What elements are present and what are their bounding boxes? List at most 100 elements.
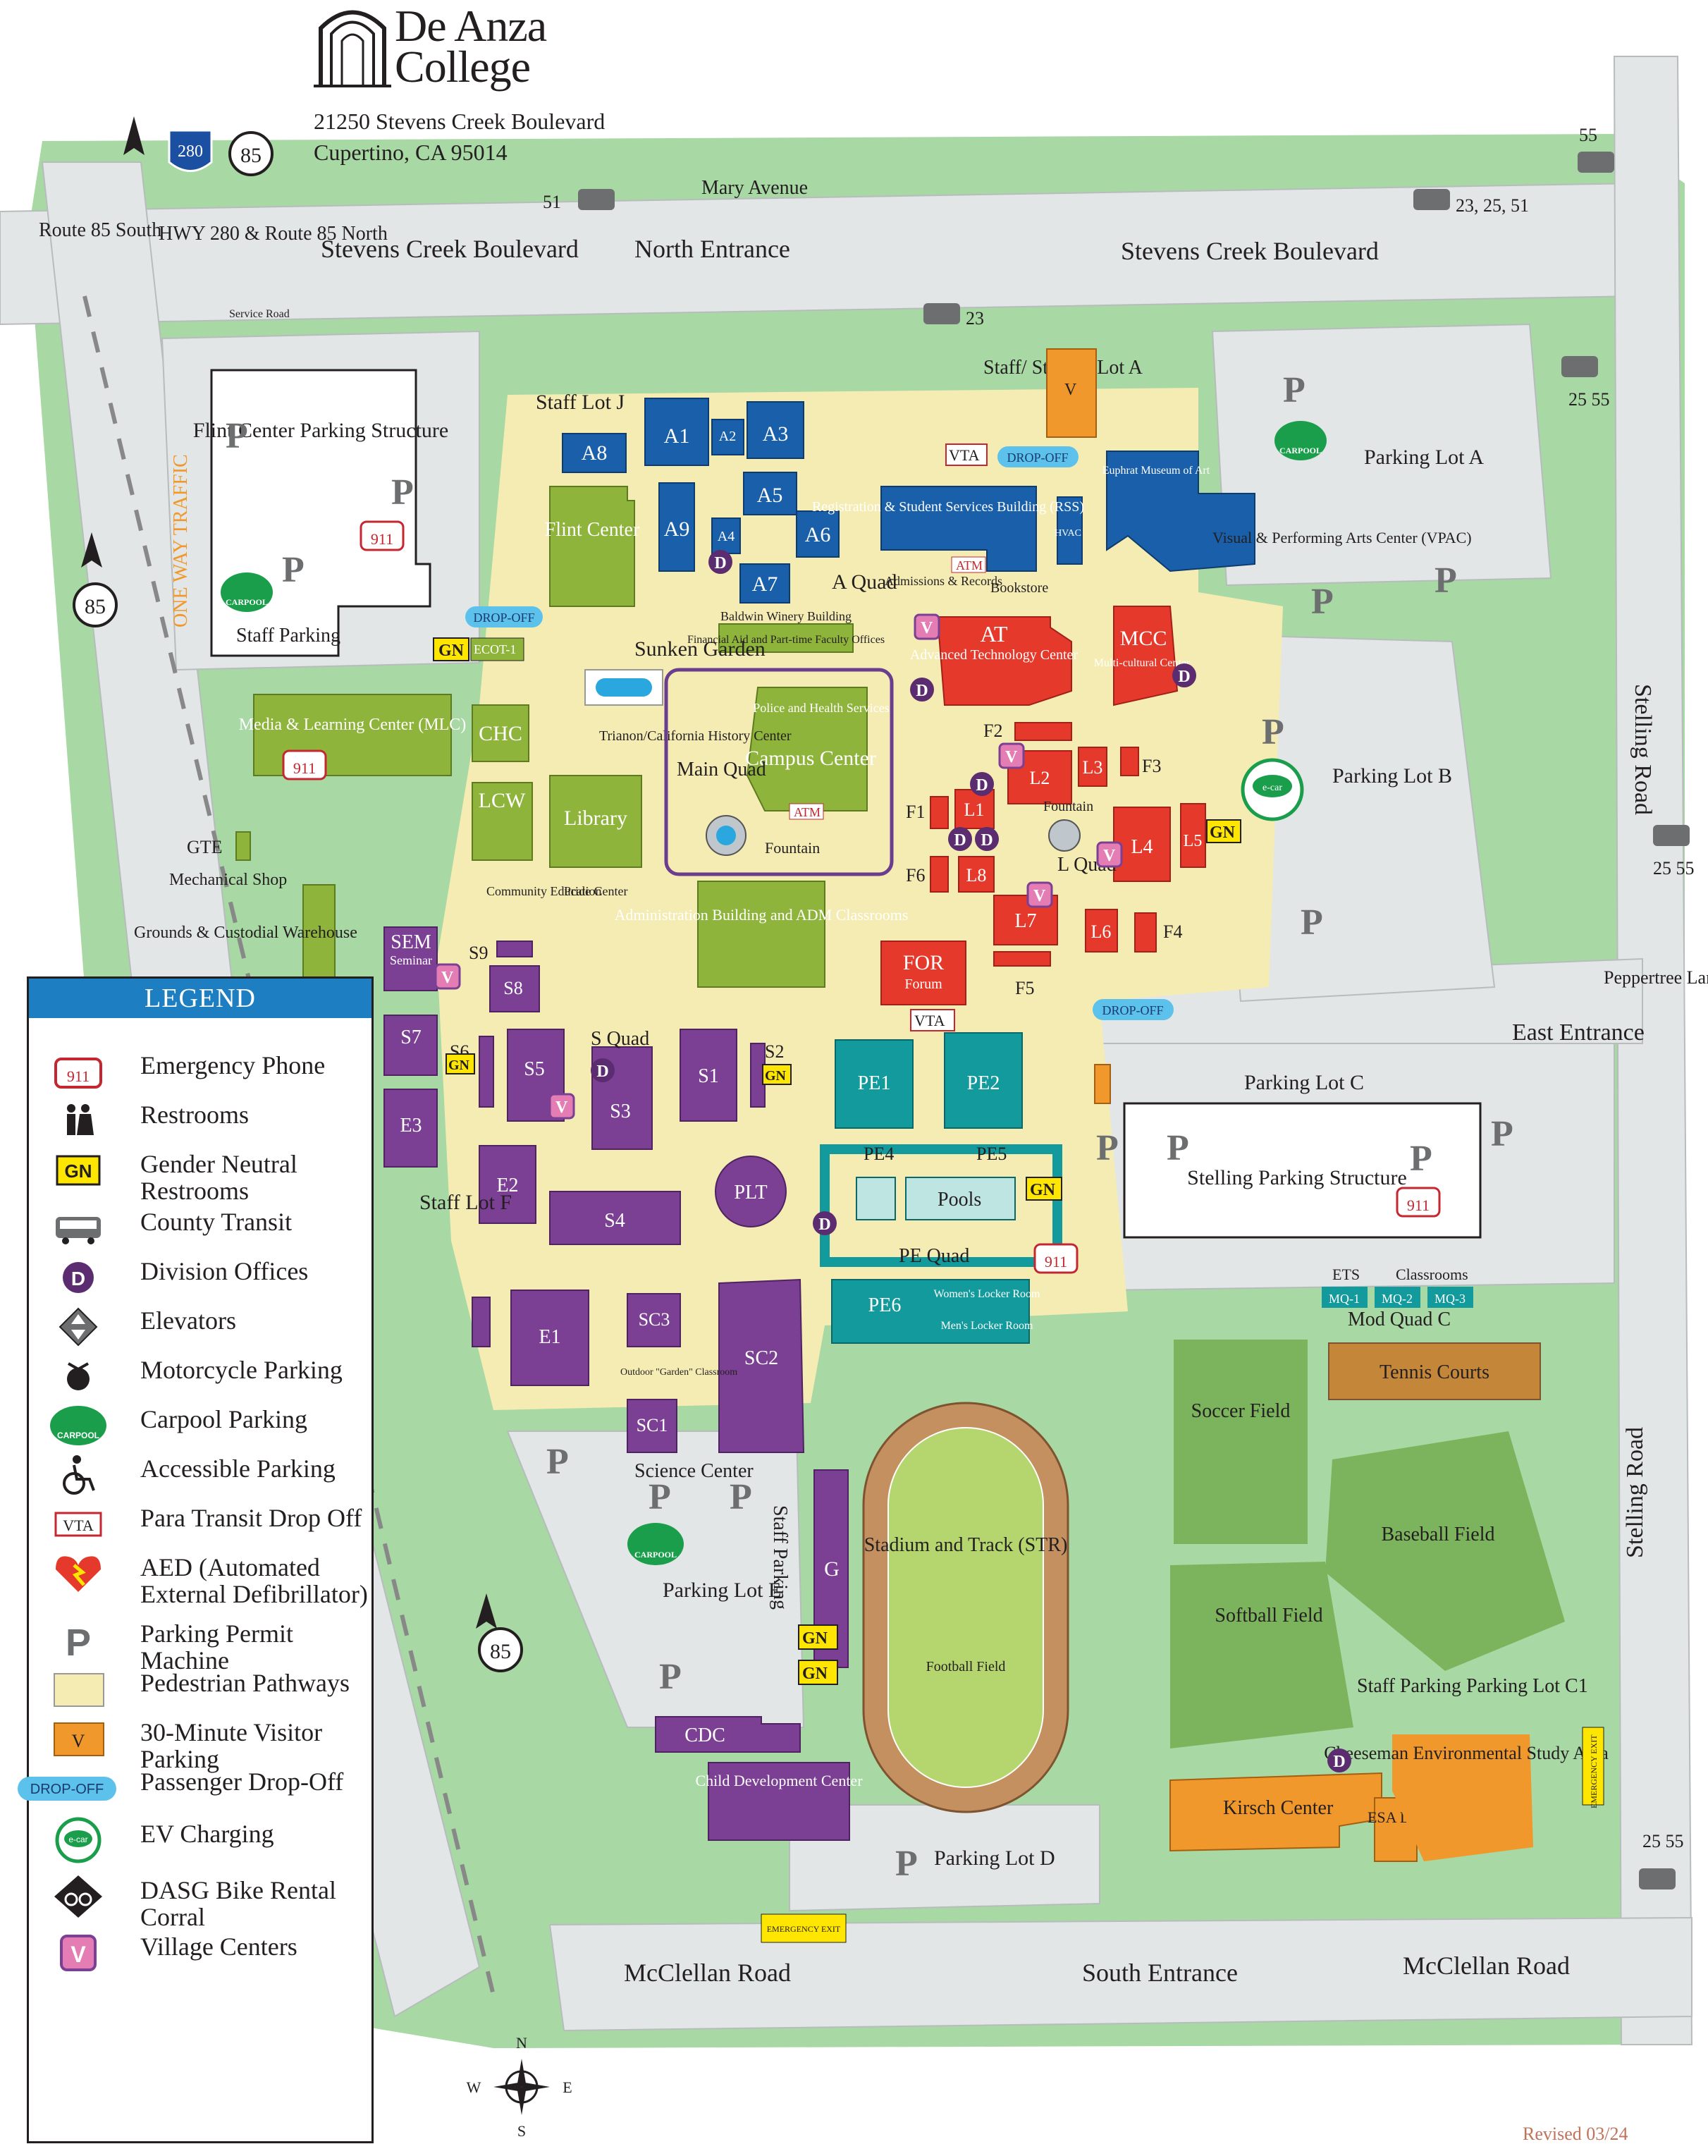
pe-buildings	[820, 1032, 1062, 1344]
stadium[interactable]: Stadium and Track (STR) Football Field	[862, 1402, 1069, 1813]
building-l6[interactable]	[1085, 909, 1118, 953]
building-forum[interactable]	[880, 941, 966, 1005]
building-kirsch-center[interactable]	[1169, 1772, 1382, 1852]
building-a4[interactable]	[711, 517, 741, 554]
mq2-building[interactable]	[1375, 1287, 1420, 1308]
building-plt[interactable]	[715, 1156, 787, 1227]
pools-side	[856, 1177, 896, 1220]
building-hvac[interactable]	[1057, 496, 1083, 565]
building-at[interactable]	[936, 616, 1072, 706]
vta-icon: VTA	[914, 1012, 945, 1029]
tennis-courts[interactable]	[1328, 1342, 1541, 1400]
svg-text:S9: S9	[469, 943, 488, 963]
building-a5[interactable]	[743, 472, 797, 515]
building-pe6[interactable]	[831, 1279, 1030, 1344]
building-a3[interactable]	[747, 401, 804, 459]
building-library[interactable]	[549, 775, 642, 868]
soccer-field[interactable]	[1174, 1340, 1308, 1544]
vta-icon: VTA	[46, 1502, 111, 1545]
building-f6[interactable]	[930, 856, 949, 893]
building-f1[interactable]	[930, 796, 949, 829]
building-s4[interactable]	[549, 1191, 681, 1245]
building-a9[interactable]	[658, 482, 695, 572]
stevens-creek-label-west: Stevens Creek Boulevard	[321, 235, 579, 263]
building-s9[interactable]	[496, 941, 533, 957]
svg-text:MQ-1: MQ-1	[1329, 1292, 1360, 1306]
softball-field[interactable]	[1170, 1562, 1353, 1748]
emergency-phone-icon: 911	[293, 759, 316, 777]
building-mcc[interactable]	[1113, 606, 1179, 706]
building-s7[interactable]	[383, 1015, 438, 1076]
svg-text:A2: A2	[719, 429, 736, 444]
building-l5[interactable]	[1180, 803, 1206, 868]
sunken-garden-pool	[596, 678, 652, 697]
building-a6[interactable]	[796, 510, 840, 558]
ev-charging-icon: e-car	[1262, 783, 1282, 793]
building-rss[interactable]	[880, 486, 1037, 572]
red-buildings	[880, 606, 1206, 1005]
building-s8[interactable]	[489, 965, 540, 1012]
motorcycle-icon	[46, 1354, 111, 1397]
building-f5[interactable]	[993, 951, 1051, 967]
building-e3[interactable]	[383, 1089, 438, 1168]
building-a7[interactable]	[739, 563, 790, 604]
legend-item: County Transit	[29, 1203, 371, 1252]
building-e1[interactable]	[510, 1290, 589, 1386]
building-pe1[interactable]	[835, 1039, 914, 1129]
building-vpac[interactable]	[1106, 451, 1255, 572]
cheeseman-area[interactable]	[1392, 1734, 1533, 1861]
science-center-label: Science Center	[634, 1460, 754, 1482]
building-f2[interactable]	[1014, 722, 1072, 741]
building-gte[interactable]	[235, 831, 251, 861]
building-e2[interactable]	[479, 1145, 536, 1224]
building-baldwin[interactable]	[718, 623, 854, 653]
f-labels: F2 F3 F1 F6 F4 F5	[906, 721, 1182, 998]
building-s6[interactable]	[479, 1036, 494, 1108]
building-sem[interactable]	[383, 926, 438, 991]
svg-text:Library: Library	[564, 807, 627, 830]
building-chc[interactable]	[472, 704, 529, 762]
svg-text:W: W	[467, 2078, 481, 2096]
building-flint-center[interactable]	[549, 486, 635, 607]
bus-icon	[1653, 825, 1690, 846]
building-s1[interactable]	[680, 1029, 737, 1122]
building-child-development[interactable]	[708, 1762, 850, 1841]
building-f3[interactable]	[1120, 747, 1139, 776]
building-administration[interactable]	[697, 881, 825, 988]
svg-text:Financial Aid and Part-time Fa: Financial Aid and Part-time Faculty Offi…	[687, 634, 885, 646]
building-a1[interactable]	[644, 398, 709, 466]
baseball-field[interactable]	[1325, 1431, 1565, 1671]
svg-text:Child Development Center: Child Development Center	[695, 1772, 863, 1789]
building-pe2[interactable]	[944, 1032, 1023, 1129]
peppertree-label: Peppertree Lane	[1604, 967, 1708, 988]
building-a8[interactable]	[562, 433, 627, 473]
building-cdc[interactable]	[655, 1716, 801, 1753]
building-lcw[interactable]	[472, 782, 533, 861]
main-quad-frame[interactable]	[664, 668, 894, 876]
building-l8[interactable]	[958, 856, 995, 893]
parking-permit-icon: P	[730, 1477, 752, 1517]
building-sc3[interactable]	[627, 1293, 681, 1347]
building-sc1[interactable]	[627, 1399, 677, 1453]
svg-text:A1: A1	[664, 424, 690, 448]
service-road-label: Service Road	[229, 308, 290, 320]
pools-area[interactable]	[905, 1177, 1016, 1220]
building-l3[interactable]	[1078, 747, 1107, 787]
village-center-icon: V	[555, 1098, 568, 1117]
building-e1-annex[interactable]	[472, 1297, 491, 1347]
building-a2[interactable]	[711, 419, 744, 455]
svg-text:e-car: e-car	[68, 1835, 87, 1844]
legend-item-label: Elevators	[140, 1306, 236, 1335]
building-sc2[interactable]	[718, 1278, 805, 1453]
building-f4[interactable]	[1134, 912, 1157, 953]
gte-label: GTE	[187, 837, 223, 857]
division-office-icon: D	[46, 1255, 111, 1299]
vta-markers: VTA VTA	[910, 443, 988, 1031]
mq3-building[interactable]	[1427, 1287, 1473, 1308]
bus-icon	[923, 303, 960, 324]
svg-text:E1: E1	[539, 1326, 560, 1348]
building-l1[interactable]	[954, 789, 995, 829]
mq1-building[interactable]	[1322, 1287, 1368, 1308]
legend-item: Restrooms	[29, 1096, 371, 1145]
